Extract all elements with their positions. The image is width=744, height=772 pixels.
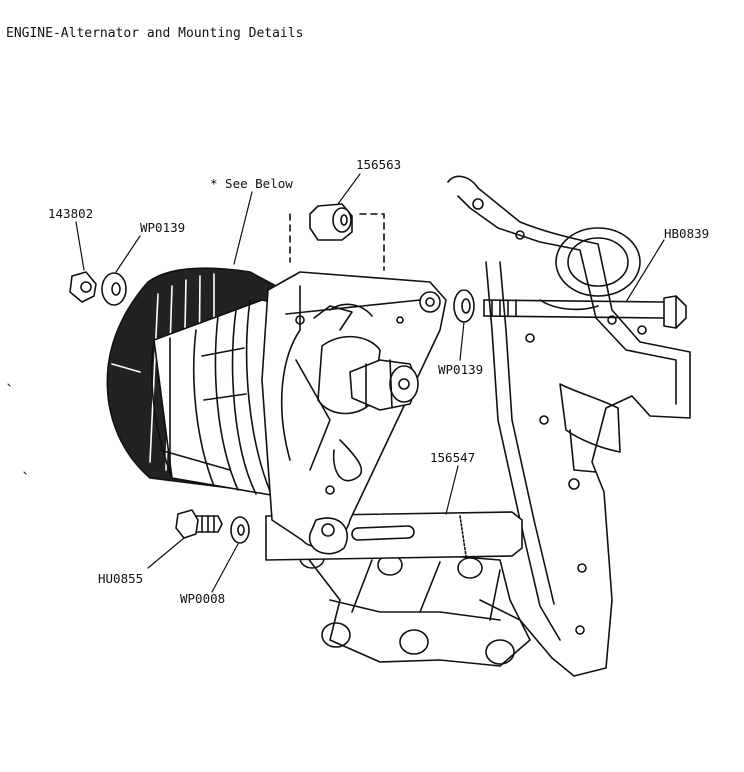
pulley-nut <box>350 360 418 410</box>
leader-lines <box>76 174 664 592</box>
label-156563: 156563 <box>356 157 402 172</box>
margin-marks <box>8 384 26 474</box>
washer-wp0139-mid <box>454 290 474 322</box>
label-wp0139-mid: WP0139 <box>438 362 484 377</box>
label-wp0139-top: WP0139 <box>140 220 186 235</box>
mounting-bosses <box>300 548 530 666</box>
label-hu0855: HU0855 <box>98 571 144 586</box>
bolt-hu0855 <box>176 510 222 538</box>
nut-143802 <box>70 272 96 302</box>
label-156547: 156547 <box>430 450 476 465</box>
diagram-title: ENGINE-Alternator and Mounting Details <box>6 26 304 41</box>
engine-block <box>448 176 690 676</box>
label-see-below: * See Below <box>210 176 293 191</box>
hb0839-bolt <box>484 296 686 328</box>
label-wp0008: WP0008 <box>180 591 226 606</box>
label-hb0839: HB0839 <box>664 226 710 241</box>
front-bracket <box>262 272 446 554</box>
washer-wp0008 <box>231 517 249 543</box>
spacer-156563 <box>290 204 384 270</box>
washer-wp0139-top <box>102 273 126 305</box>
label-143802: 143802 <box>48 206 94 221</box>
